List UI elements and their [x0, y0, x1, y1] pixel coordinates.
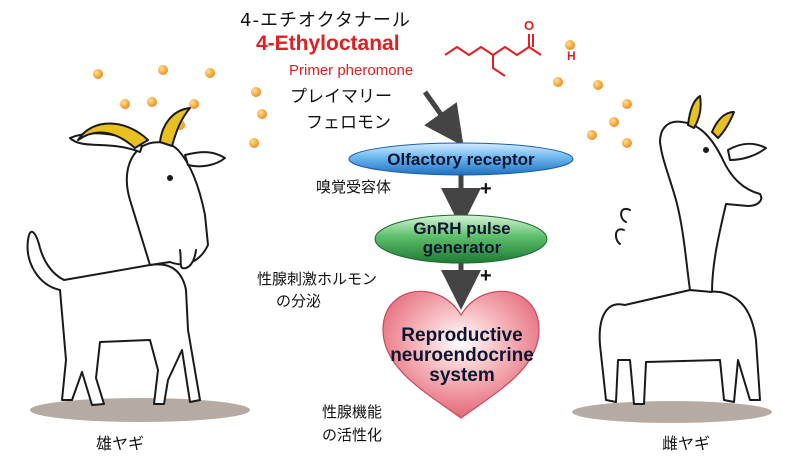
female-goat-motion-line [614, 228, 625, 245]
pheromone-dot [158, 65, 168, 75]
male-goat-body [26, 230, 201, 406]
title-japanese: 4-エチオクタナール [240, 10, 411, 31]
reproductive-label-line3: system [429, 365, 495, 386]
female-goat-label: 雌ヤギ [662, 434, 711, 453]
gnrh-label-line2: generator [422, 238, 502, 257]
female-goat-motion-line [620, 207, 631, 223]
olfactory-receptor-node [348, 142, 574, 176]
primer-pheromone-japanese-line1: プレイマリー [290, 87, 392, 107]
gnrh-label-line1: GnRH pulse [413, 219, 511, 238]
pheromone-dot [593, 80, 603, 90]
pheromone-dot [565, 40, 575, 50]
gnrh-node [374, 214, 548, 264]
aldehyde-hydrogen-label: H [567, 49, 576, 63]
pheromone-dot [257, 109, 267, 119]
male-goat-horn-right [159, 107, 191, 147]
male-goat-shadow [30, 398, 250, 422]
reproductive-japanese-line1: 性腺機能 [322, 403, 383, 421]
ethyl-branch [492, 55, 506, 77]
molecule-structure [444, 34, 542, 77]
gnrh-label: GnRH pulse generator [380, 219, 544, 257]
carbon-chain [444, 46, 542, 56]
pathway-arrows [422, 90, 481, 310]
olfactory-receptor-japanese: 嗅覚受容体 [316, 178, 392, 196]
pheromone-dot [147, 97, 157, 107]
reproductive-label-line1: Reproductive [401, 325, 523, 346]
pheromone-dot [609, 117, 619, 127]
reproductive-label-line2: neuroendocrine [390, 345, 534, 366]
primer-pheromone-japanese-line2: フェロモン [306, 113, 391, 133]
female-goat-ear [727, 142, 767, 161]
female-goat-body [598, 289, 761, 405]
olfactory-receptor-label: Olfactory receptor [387, 150, 535, 169]
pheromone-dot [189, 99, 199, 109]
gnrh-japanese-line1: 性腺刺激ホルモン [257, 270, 378, 288]
primer-pheromone-label: Primer pheromone [289, 62, 414, 79]
pheromone-dot [251, 87, 261, 97]
arrow-to-receptor [422, 90, 464, 147]
male-goat-illustration [26, 107, 250, 422]
aldehyde-oxygen-label: O [524, 18, 534, 33]
male-goat-label: 雄ヤギ [96, 434, 145, 453]
pheromone-dot [622, 99, 632, 109]
reproductive-japanese-line2: の活性化 [322, 426, 383, 444]
female-goat-shadow [572, 401, 772, 423]
gnrh-japanese-line2: の分泌 [276, 292, 322, 310]
male-goat-eye [167, 175, 173, 181]
pheromone-dot [553, 77, 563, 87]
pheromone-dot [249, 138, 259, 148]
female-goat-eye [703, 147, 709, 153]
male-goat-beard [179, 249, 197, 270]
male-goat-neck-head [125, 141, 209, 266]
pheromone-dot [622, 138, 632, 148]
plus-sign-receptor: + [480, 178, 492, 200]
pheromone-dot [120, 99, 130, 109]
male-goat-horn-left [77, 122, 149, 149]
reproductive-heart-node [382, 290, 540, 419]
female-goat-illustration [572, 95, 772, 423]
female-goat-horn-right [711, 111, 735, 139]
pheromone-dot [93, 69, 103, 79]
female-goat-horn-left [687, 95, 702, 129]
pheromone-dot [587, 130, 597, 140]
title-english: 4-Ethyloctanal [256, 32, 400, 55]
plus-sign-gnrh: + [480, 265, 492, 287]
female-goat-neck-head [659, 120, 763, 293]
male-goat-ear-right [184, 151, 226, 168]
reproductive-label: Reproductive neuroendocrine system [380, 326, 544, 386]
pheromone-dot [205, 68, 215, 78]
